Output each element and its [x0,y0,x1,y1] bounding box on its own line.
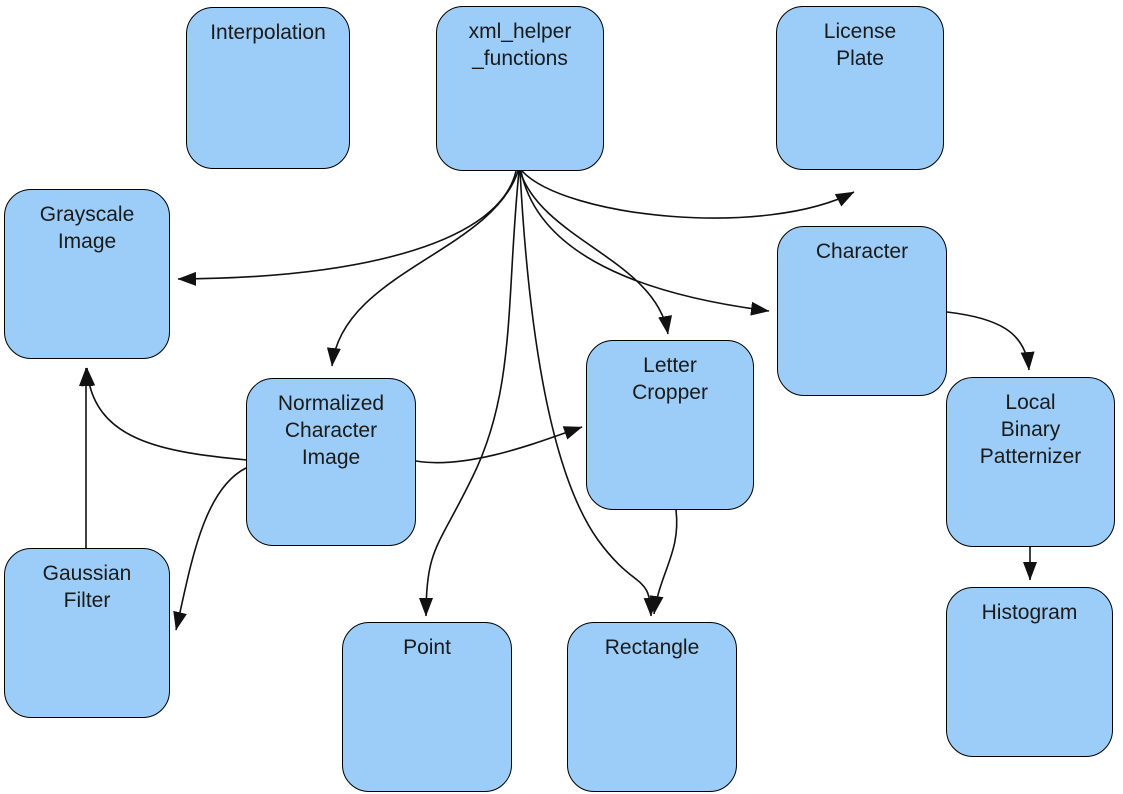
edge-xml_helper_functions-to-point [419,170,520,617]
node-point: Point [342,622,512,792]
edge-xml_helper_functions-to-normalized_character_image [326,170,519,367]
node-xml_helper_functions: xml_helper _functions [436,6,604,171]
edge-xml_helper_functions-to-grayscale_image [177,170,517,286]
node-histogram: Histogram [946,587,1113,757]
edge-xml_helper_functions-to-license_plate [521,170,855,219]
node-gaussian_filter: Gaussian Filter [4,548,170,718]
edge-character-to-local_binary_patternizer [946,311,1035,371]
node-rectangle: Rectangle [567,622,737,792]
node-normalized_character_image: Normalized Character Image [246,378,416,546]
edge-xml_helper_functions-to-letter_cropper [519,170,673,335]
edge-normalized_character_image-to-letter_cropper [415,426,583,464]
node-grayscale_image: Grayscale Image [4,189,170,359]
edge-normalized_character_image-to-gaussian_filter [173,467,247,631]
edge-xml_helper_functions-to-character [520,170,770,316]
node-character: Character [777,226,947,396]
node-interpolation: Interpolation [186,7,350,169]
edge-normalized_character_image-to-grayscale_image [81,367,248,461]
node-letter_cropper: Letter Cropper [586,340,754,510]
node-license_plate: License Plate [776,6,944,170]
edge-letter_cropper-to-rectangle [649,509,678,615]
edge-xml_helper_functions-to-rectangle [519,170,658,617]
node-local_binary_patternizer: Local Binary Patternizer [946,377,1115,547]
